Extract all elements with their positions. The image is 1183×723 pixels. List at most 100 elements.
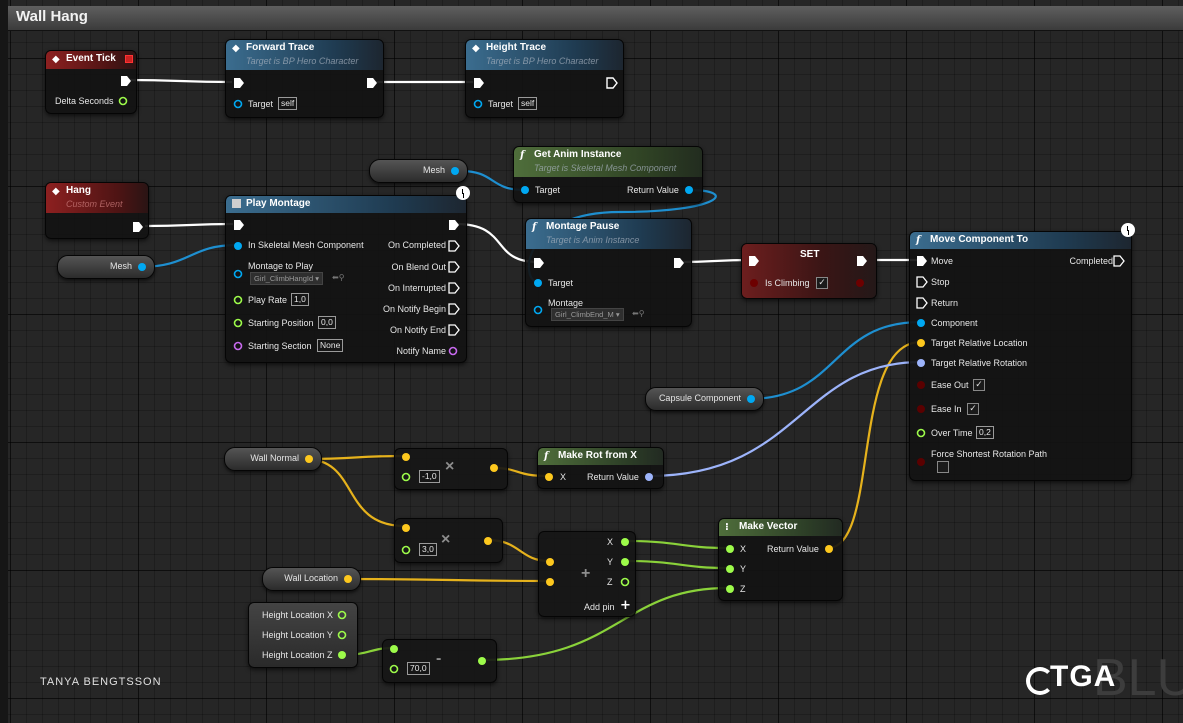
exec-in-pin[interactable] — [473, 77, 485, 89]
float-pin[interactable] — [337, 630, 347, 640]
object-pin[interactable] — [746, 394, 756, 404]
wall-location-variable-node[interactable]: Wall Location — [262, 567, 361, 591]
event-tick-node[interactable]: ◆ Event Tick Delta Seconds — [45, 50, 137, 114]
vector-pin[interactable] — [824, 544, 834, 554]
play-montage-node[interactable]: Play Montage In Skeletal Mesh Component … — [225, 195, 467, 363]
pin-default-value[interactable]: 3,0 — [419, 543, 437, 556]
float-pin[interactable] — [401, 472, 411, 482]
float-pin[interactable] — [337, 650, 347, 660]
browse-icon[interactable]: ⬅⚲ — [632, 309, 645, 318]
exec-in-pin[interactable] — [533, 257, 545, 269]
exec-out-pin[interactable] — [448, 261, 460, 273]
vector-pin[interactable] — [483, 536, 493, 546]
float-pin[interactable] — [401, 545, 411, 555]
montage-pause-node[interactable]: f Montage Pause Target is Anim Instance … — [525, 218, 692, 327]
bool-pin[interactable] — [855, 278, 865, 288]
ease-out-checkbox[interactable]: ✓ — [973, 379, 985, 391]
rotator-pin[interactable] — [644, 472, 654, 482]
vector-pin[interactable] — [545, 577, 555, 587]
pin-default-value[interactable]: self — [518, 97, 538, 110]
bool-pin[interactable] — [916, 380, 926, 390]
float-pin[interactable] — [725, 584, 735, 594]
hang-event-node[interactable]: ◆ Hang Custom Event — [45, 182, 149, 239]
float-pin[interactable] — [389, 664, 399, 674]
rotator-pin[interactable] — [916, 358, 926, 368]
pin-default-value[interactable]: 1,0 — [291, 293, 309, 306]
exec-out-pin[interactable] — [673, 257, 685, 269]
montage-dropdown[interactable]: Girl_ClimbEnd_M ▾ — [551, 308, 624, 321]
float-pin[interactable] — [118, 96, 128, 106]
height-trace-node[interactable]: ◆ Height Trace Target is BP Hero Charact… — [465, 39, 624, 118]
move-component-to-node[interactable]: f Move Component To Move Completed Stop … — [909, 231, 1132, 481]
bool-pin[interactable] — [749, 278, 759, 288]
pin-default-value[interactable]: -1,0 — [419, 470, 440, 483]
set-is-climbing-node[interactable]: SET Is Climbing ✓ — [741, 243, 877, 299]
vector-pin[interactable] — [343, 574, 353, 584]
pin-default-value[interactable]: 0,0 — [318, 316, 336, 329]
object-pin[interactable] — [916, 318, 926, 328]
exec-out-pin[interactable] — [120, 75, 132, 87]
capsule-component-variable-node[interactable]: Capsule Component — [645, 387, 764, 411]
exec-out-pin[interactable] — [1113, 255, 1125, 267]
exec-in-pin[interactable] — [916, 297, 928, 309]
make-vector-node[interactable]: ⁝ Make Vector X Y Z Return Value — [718, 518, 843, 601]
add-pin-label[interactable]: Add pin — [584, 602, 615, 612]
vector-pin[interactable] — [916, 338, 926, 348]
object-pin[interactable] — [520, 185, 530, 195]
mesh-variable-node[interactable]: Mesh — [369, 159, 468, 183]
vector-pin[interactable] — [544, 472, 554, 482]
object-pin[interactable] — [533, 278, 543, 288]
object-pin[interactable] — [137, 262, 147, 272]
float-pin[interactable] — [725, 544, 735, 554]
vector-pin[interactable] — [401, 452, 411, 462]
object-pin[interactable] — [233, 99, 243, 109]
forward-trace-node[interactable]: ◆ Forward Trace Target is BP Hero Charac… — [225, 39, 384, 118]
exec-out-pin[interactable] — [606, 77, 618, 89]
exec-out-pin[interactable] — [448, 324, 460, 336]
multiply-node[interactable]: -1,0 × — [394, 448, 508, 490]
bool-pin[interactable] — [916, 404, 926, 414]
exec-in-pin[interactable] — [233, 219, 245, 231]
exec-in-pin[interactable] — [233, 77, 245, 89]
exec-out-pin[interactable] — [448, 219, 460, 231]
browse-icon[interactable]: ⬅⚲ — [332, 273, 345, 282]
montage-dropdown[interactable]: Girl_ClimbHangId ▾ — [250, 272, 324, 285]
float-pin[interactable] — [337, 610, 347, 620]
object-pin[interactable] — [233, 269, 243, 279]
vector-pin[interactable] — [401, 523, 411, 533]
float-pin[interactable] — [620, 537, 630, 547]
pin-default-value[interactable]: 70,0 — [407, 662, 430, 675]
vector-pin[interactable] — [304, 454, 314, 464]
wall-normal-variable-node[interactable]: Wall Normal — [224, 447, 322, 471]
add-vector-node[interactable]: + X Y Z Add pin + — [538, 531, 636, 617]
float-pin[interactable] — [620, 557, 630, 567]
exec-out-pin[interactable] — [448, 282, 460, 294]
is-climbing-checkbox[interactable]: ✓ — [816, 277, 828, 289]
object-pin[interactable] — [533, 305, 543, 315]
vector-pin[interactable] — [489, 463, 499, 473]
float-pin[interactable] — [620, 577, 630, 587]
name-pin[interactable] — [233, 341, 243, 351]
vector-pin[interactable] — [545, 557, 555, 567]
exec-in-pin[interactable] — [748, 255, 760, 267]
exec-out-pin[interactable] — [448, 240, 460, 252]
bool-pin[interactable] — [916, 457, 926, 467]
make-rot-from-x-node[interactable]: f Make Rot from X X Return Value — [537, 447, 664, 489]
exec-out-pin[interactable] — [132, 221, 144, 233]
pin-default-value[interactable]: None — [317, 339, 344, 352]
pin-default-value[interactable]: self — [278, 97, 298, 110]
mesh-variable-node[interactable]: Mesh — [57, 255, 155, 279]
float-pin[interactable] — [389, 644, 399, 654]
object-pin[interactable] — [684, 185, 694, 195]
exec-out-pin[interactable] — [366, 77, 378, 89]
add-pin-icon[interactable]: + — [620, 598, 631, 613]
float-pin[interactable] — [233, 318, 243, 328]
force-shortest-checkbox[interactable] — [937, 461, 949, 473]
float-pin[interactable] — [233, 295, 243, 305]
exec-in-pin[interactable] — [916, 276, 928, 288]
ease-in-checkbox[interactable]: ✓ — [967, 403, 979, 415]
delegate-pin-icon[interactable] — [125, 55, 133, 63]
multiply-node[interactable]: 3,0 × — [394, 518, 503, 563]
float-pin[interactable] — [477, 656, 487, 666]
object-pin[interactable] — [233, 241, 243, 251]
